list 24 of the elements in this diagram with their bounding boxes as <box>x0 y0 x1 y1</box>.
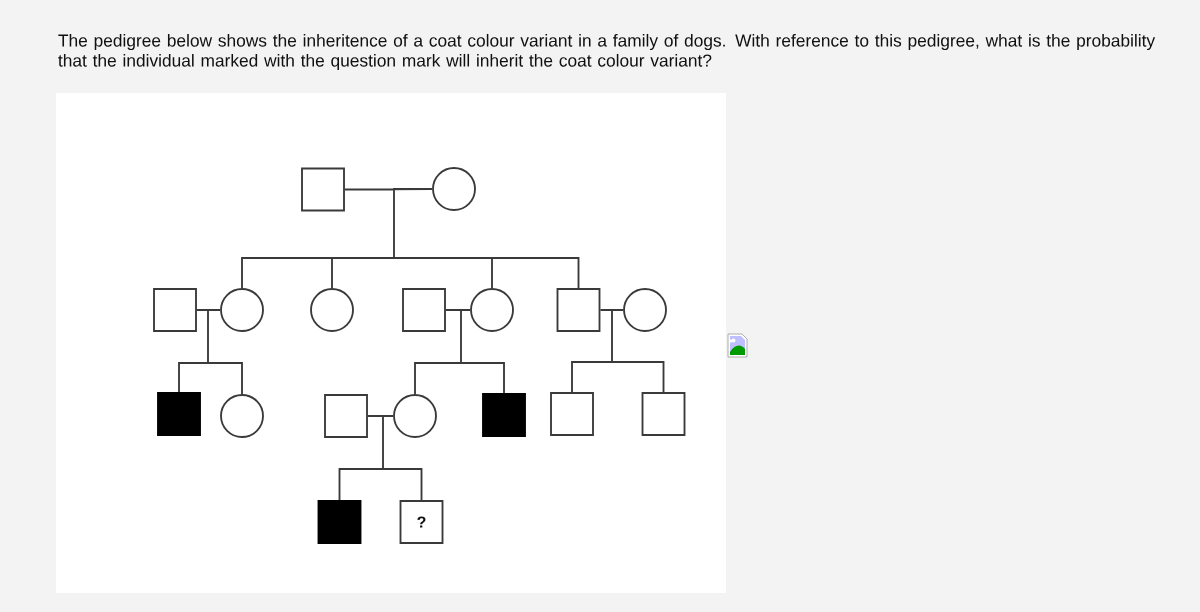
filled-square-symbol <box>482 393 526 437</box>
circle-symbol <box>470 288 514 332</box>
square-symbol <box>641 392 686 436</box>
pedigree-lines <box>571 309 665 393</box>
circle-symbol <box>310 288 354 332</box>
circle-symbol <box>220 288 264 332</box>
square-symbol <box>402 288 446 332</box>
pedigree-lines <box>414 309 505 395</box>
filled-square-symbol <box>317 500 362 544</box>
question-mark-square: ? <box>399 500 444 544</box>
square-symbol <box>556 288 601 332</box>
question-text: The pedigree below shows the inheritence of a coat colour variant in a family of dogs. With reference to this pedigree, what is the probability that the individual marked with the question mark will inherit the coat colour variant? <box>58 33 1156 71</box>
square-symbol <box>301 167 345 212</box>
circle-symbol <box>220 394 264 438</box>
pedigree-lines <box>178 309 243 395</box>
circle-symbol <box>432 167 476 211</box>
pedigree-lines <box>338 415 423 501</box>
square-symbol <box>550 392 594 436</box>
pedigree-lines <box>241 188 580 289</box>
circle-symbol <box>393 394 437 438</box>
square-symbol <box>153 288 197 332</box>
circle-symbol <box>623 288 667 332</box>
square-symbol <box>324 394 368 438</box>
filled-square-symbol <box>157 392 201 436</box>
